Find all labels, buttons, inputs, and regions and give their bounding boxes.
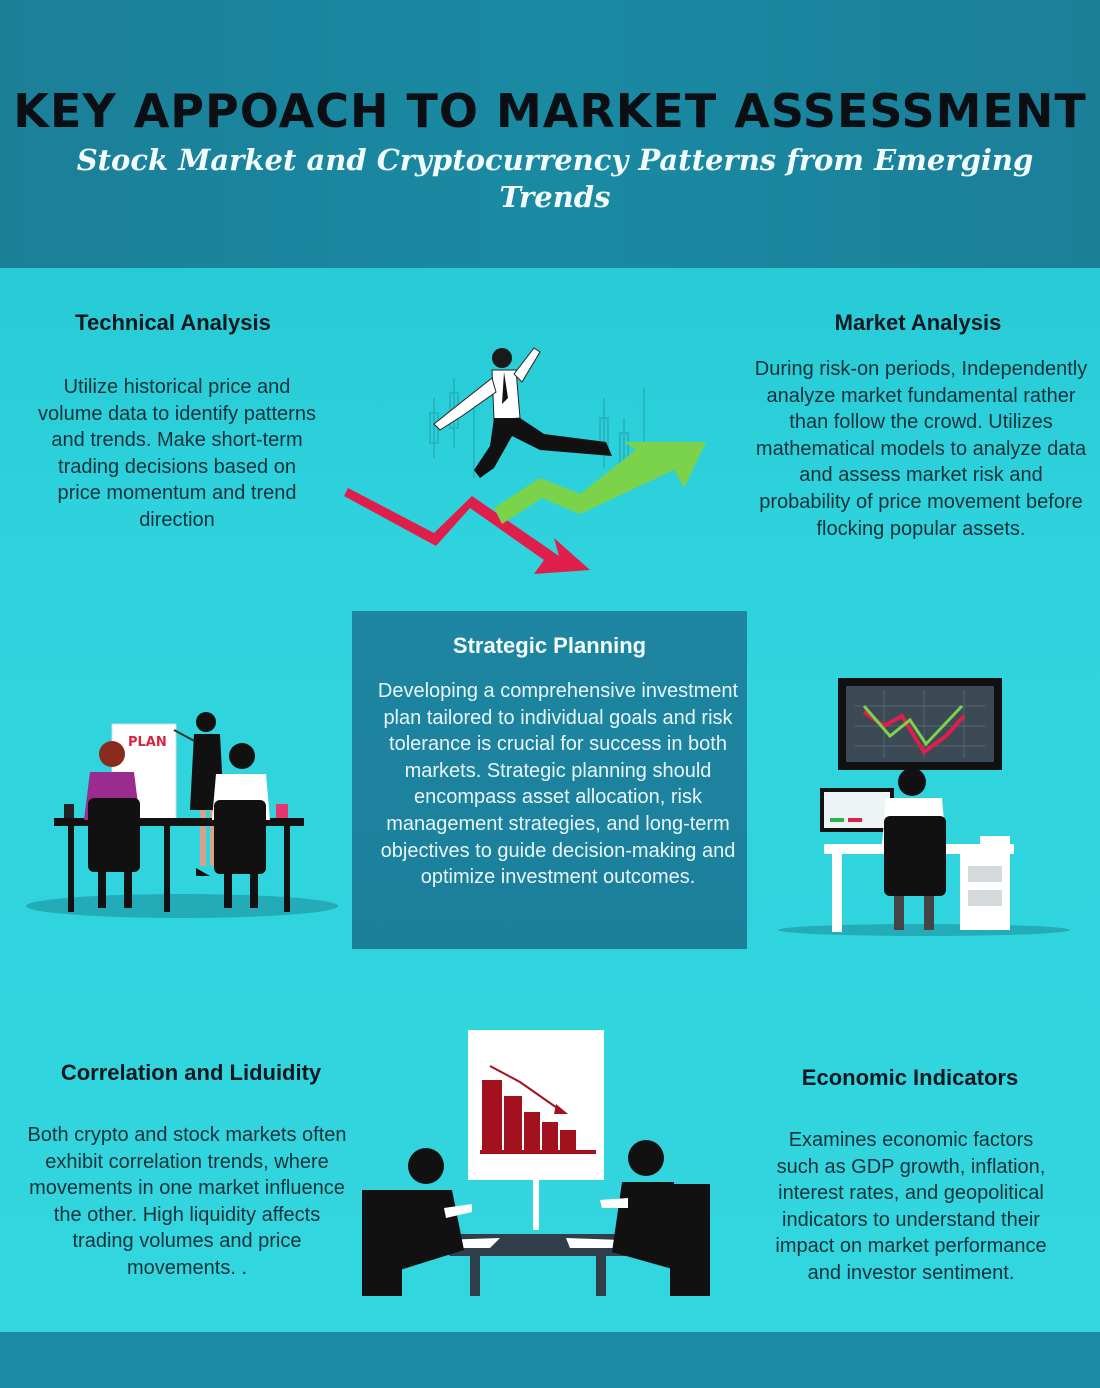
plan-board-label: PLAN bbox=[128, 735, 167, 750]
jumping-businessman-illustration bbox=[344, 347, 706, 574]
trader-figure bbox=[882, 768, 946, 930]
technical-analysis-body: Utilize historical price and volume data… bbox=[38, 376, 316, 531]
desk bbox=[820, 788, 1014, 932]
page-subtitle: Stock Market and Cryptocurrency Patterns… bbox=[76, 143, 1034, 214]
page-title: KEY APPOACH TO MARKET ASSESSMENT bbox=[13, 84, 1087, 138]
correlation-liquidity-body: Both crypto and stock markets often exhi… bbox=[27, 1124, 347, 1279]
planning-meeting-illustration: PLAN bbox=[26, 712, 338, 918]
economic-indicators-title: Economic Indicators bbox=[801, 1065, 1019, 1090]
meeting-table bbox=[54, 818, 304, 826]
header-banner: KEY APPOACH TO MARKET ASSESSMENT Stock M… bbox=[0, 0, 1100, 268]
strategic-planning-body: Developing a comprehensive investment pl… bbox=[377, 680, 739, 889]
correlation-liquidity-title: Correlation and Liduidity bbox=[60, 1060, 322, 1085]
strategic-planning-panel: Strategic Planning Developing a comprehe… bbox=[352, 611, 747, 949]
chart-discussion-illustration bbox=[362, 1030, 710, 1296]
market-analysis-title: Market Analysis bbox=[834, 310, 1002, 335]
trader-desk-illustration bbox=[778, 678, 1070, 936]
economic-indicators-body: Examines economic factors such as GDP gr… bbox=[775, 1129, 1047, 1284]
down-arrow bbox=[344, 488, 590, 574]
person-right bbox=[600, 1140, 710, 1296]
businessman-figure bbox=[433, 347, 612, 478]
attendee-right bbox=[212, 743, 270, 908]
attendee-left bbox=[84, 741, 140, 908]
wall-monitor bbox=[838, 678, 1002, 770]
strategic-planning-title: Strategic Planning bbox=[452, 633, 647, 658]
technical-analysis-title: Technical Analysis bbox=[75, 310, 271, 335]
person-left bbox=[362, 1148, 472, 1296]
declining-chart-board bbox=[468, 1030, 604, 1230]
footer-bar bbox=[0, 1332, 1100, 1388]
up-arrow bbox=[494, 442, 706, 524]
market-analysis-body: During risk-on periods, Independently an… bbox=[754, 358, 1088, 540]
